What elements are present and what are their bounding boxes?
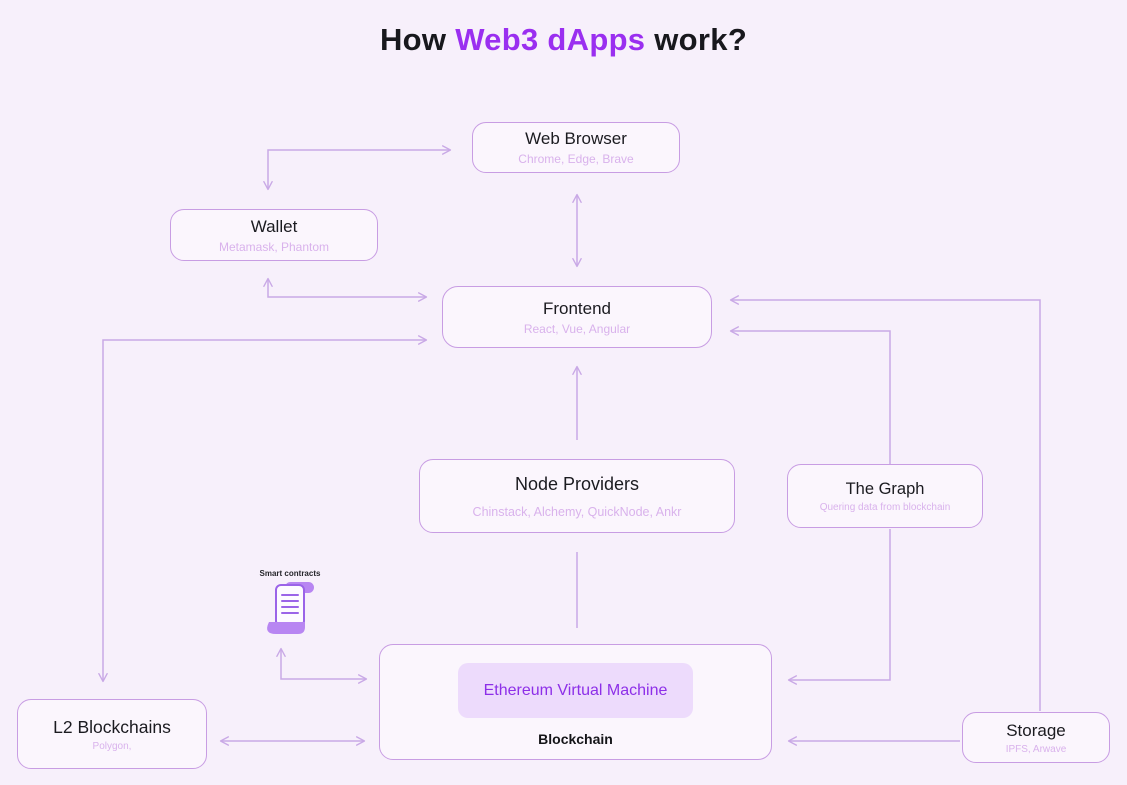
blockchain-title: Blockchain xyxy=(538,731,613,747)
edge-storage-frontend xyxy=(729,295,1041,711)
wallet-title: Wallet xyxy=(250,216,298,236)
frontend-title: Frontend xyxy=(542,298,612,318)
web-browser-title: Web Browser xyxy=(525,129,627,148)
wallet-subtitle: Metamask, Phantom xyxy=(218,239,330,254)
node-web-browser: Web Browser Chrome, Edge, Brave xyxy=(472,122,680,173)
edge-l2-frontend xyxy=(98,335,428,683)
l2-blockchains-title: L2 Blockchains xyxy=(53,716,171,737)
smart-contracts-label: Smart contracts xyxy=(259,569,321,578)
storage-subtitle: IPFS, Arwave xyxy=(1005,743,1067,755)
the-graph-title: The Graph xyxy=(845,479,925,498)
node-the-graph: The Graph Quering data from blockchain xyxy=(787,464,983,528)
edge-wallet-webbrowser xyxy=(263,145,452,191)
frontend-subtitle: React, Vue, Angular xyxy=(523,321,631,336)
edge-wallet-frontend xyxy=(263,277,428,302)
node-providers-title: Node Providers xyxy=(514,473,640,494)
title-highlight: Web3 dApps xyxy=(455,22,646,57)
title-suffix: work? xyxy=(645,22,748,57)
node-wallet: Wallet Metamask, Phantom xyxy=(170,209,378,261)
web-browser-subtitle: Chrome, Edge, Brave xyxy=(518,152,634,166)
the-graph-subtitle: Quering data from blockchain xyxy=(819,501,951,513)
node-node-providers: Node Providers Chinstack, Alchemy, Quick… xyxy=(419,459,735,533)
scroll-icon xyxy=(267,582,314,634)
node-blockchain: Ethereum Virtual Machine Blockchain xyxy=(379,644,772,760)
edge-smartcontracts-blockchain xyxy=(276,647,368,684)
edge-thegraph-blockchain xyxy=(787,529,891,685)
node-frontend: Frontend React, Vue, Angular xyxy=(442,286,712,348)
storage-title: Storage xyxy=(1006,720,1066,740)
evm-badge: Ethereum Virtual Machine xyxy=(458,663,693,718)
edge-thegraph-frontend xyxy=(729,326,891,464)
node-storage: Storage IPFS, Arwave xyxy=(962,712,1110,763)
node-l2-blockchains: L2 Blockchains Polygon, xyxy=(17,699,207,769)
smart-contracts: Smart contracts xyxy=(256,569,324,636)
l2-blockchains-subtitle: Polygon, xyxy=(92,740,132,752)
page-title: How Web3 dApps work? xyxy=(0,22,1127,58)
title-prefix: How xyxy=(379,22,456,57)
node-providers-subtitle: Chinstack, Alchemy, QuickNode, Ankr xyxy=(472,504,682,519)
